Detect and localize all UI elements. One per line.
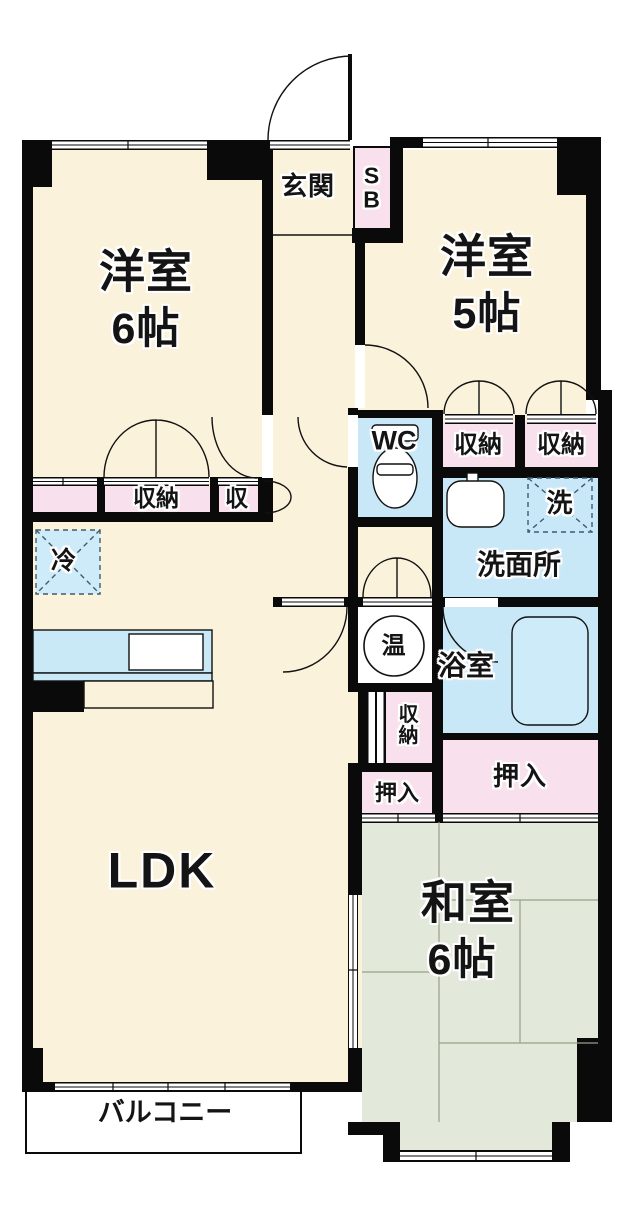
wall: [355, 238, 365, 348]
tatami-room-floor: [362, 822, 598, 1122]
sliding-door: [362, 813, 435, 823]
wall: [432, 410, 443, 822]
wall: [348, 822, 362, 895]
wall: [207, 140, 267, 180]
wall: [577, 1038, 602, 1100]
kitchen-stove-block: [33, 681, 84, 712]
closet-opening: [218, 477, 258, 486]
oshiire-large: [443, 740, 598, 813]
wall: [443, 467, 598, 478]
closet-opening: [527, 414, 596, 424]
closet-opening: [445, 414, 513, 424]
window: [423, 137, 557, 148]
door-opening: [348, 415, 358, 467]
wall: [358, 410, 443, 418]
window: [52, 140, 207, 150]
water-heater-box: [358, 607, 432, 683]
wall: [348, 763, 435, 772]
closet-b: [525, 422, 598, 467]
wall: [262, 150, 273, 415]
door-opening: [262, 415, 273, 478]
partition-window: [348, 895, 358, 1048]
wc-floor: [358, 418, 432, 517]
entrance-door-leaf: [348, 54, 352, 140]
closet-opening: [33, 477, 97, 486]
sliding-door: [443, 813, 598, 823]
oshiire-small: [362, 772, 435, 813]
wall: [348, 1048, 362, 1092]
closet-row: [104, 484, 210, 512]
storage-vertical: [386, 690, 432, 763]
door-opening: [282, 597, 344, 607]
sliding-door: [366, 692, 386, 763]
balcony-area: [25, 1090, 302, 1154]
wall: [348, 517, 443, 527]
bath-floor: [443, 607, 598, 733]
shoe-box: [353, 146, 392, 232]
tatami-bay-floor: [395, 1122, 552, 1150]
wall: [33, 512, 273, 522]
closet-opening: [104, 477, 209, 486]
wall: [383, 1122, 400, 1162]
bay-window: [400, 1150, 552, 1162]
washroom-floor: [443, 478, 598, 597]
wall: [443, 733, 598, 740]
entrance-door-arc: [267, 55, 353, 141]
door-opening: [355, 345, 365, 408]
wall: [586, 148, 601, 400]
door-opening: [363, 597, 432, 607]
wall: [515, 415, 525, 467]
closet-small: [218, 484, 258, 512]
entrance-threshold: [270, 140, 350, 150]
wall: [598, 390, 612, 1122]
closet-a: [443, 422, 515, 467]
wall: [22, 1048, 43, 1092]
wall: [552, 1122, 570, 1162]
wall: [22, 140, 33, 1092]
wall: [577, 1100, 612, 1122]
door-opening: [445, 598, 498, 607]
closet-row-strip: [33, 484, 97, 512]
